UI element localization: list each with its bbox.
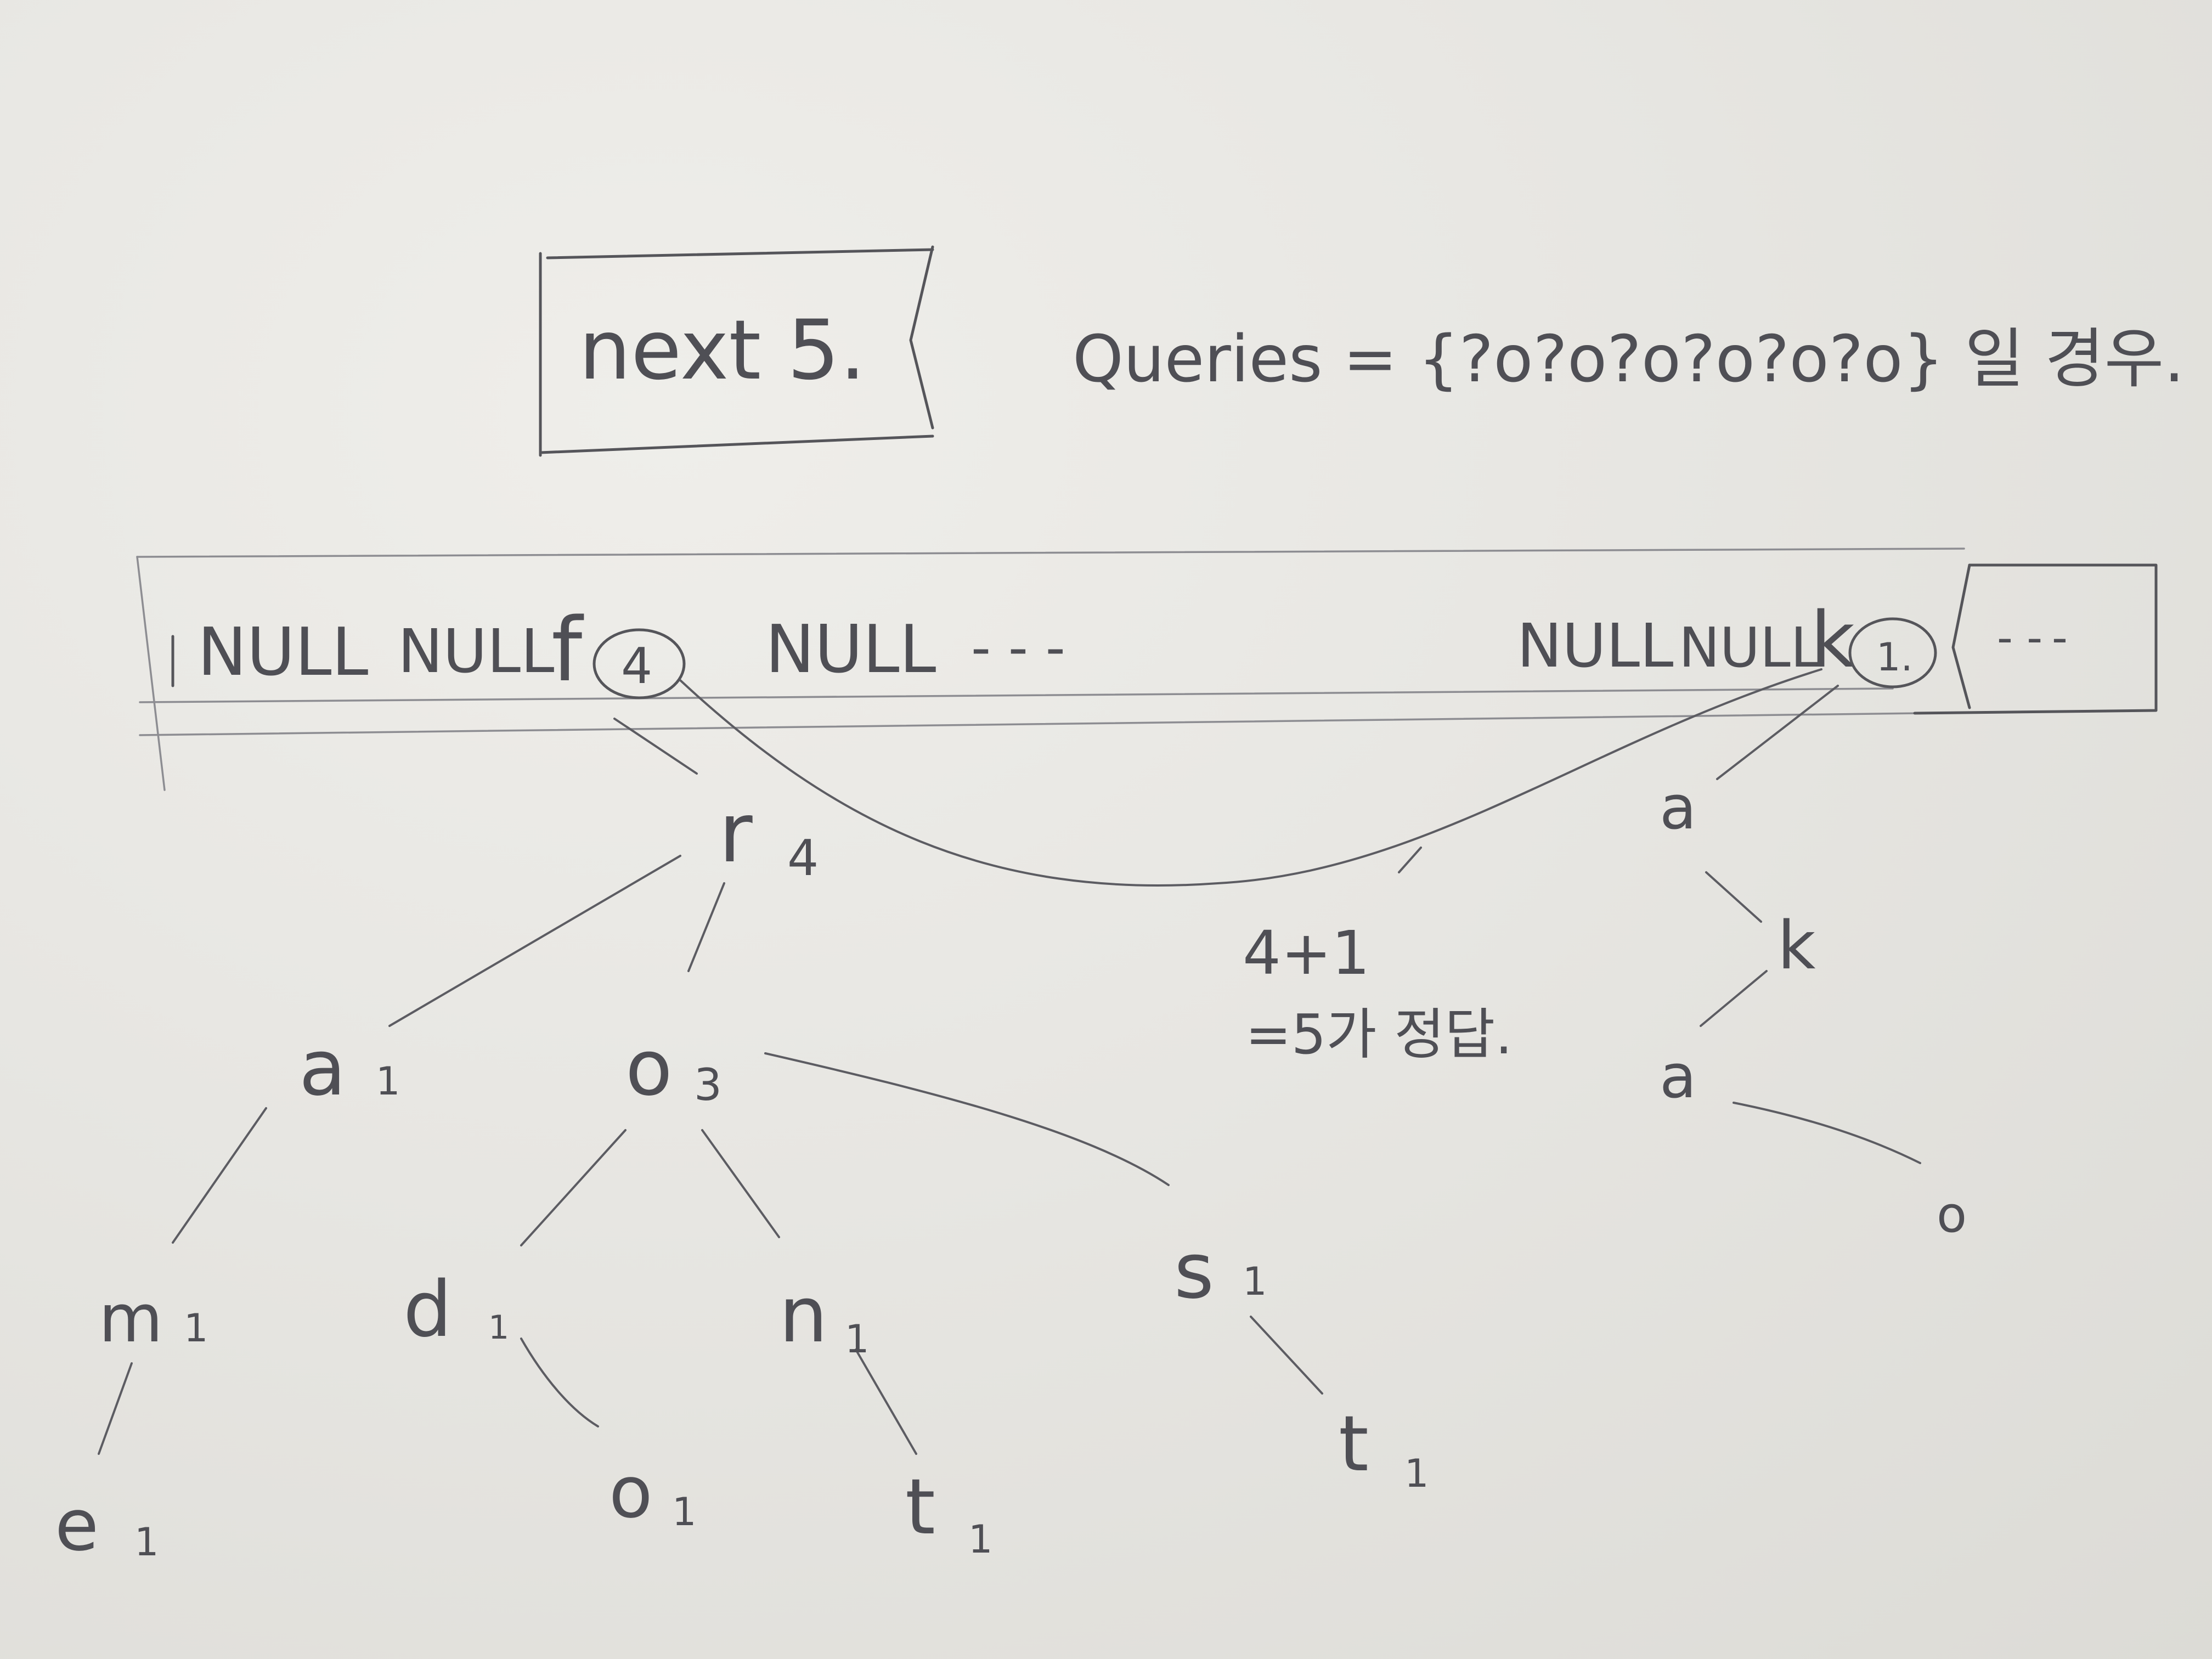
tree-k-nodes: a k a o xyxy=(1660,772,1967,1244)
bucket-k: k xyxy=(1810,596,1855,685)
bucket-row-labels: NULL NULL f NULL - - - NULL NULL k - - - xyxy=(198,596,2068,701)
title-text: next 5. xyxy=(579,303,866,398)
tree-f-edges xyxy=(98,718,1323,1455)
tree-k-edges xyxy=(1700,685,1921,1164)
node-n-char: n xyxy=(779,1271,828,1360)
node-t2-char: t xyxy=(1339,1400,1369,1489)
node-a-count: 1 xyxy=(376,1059,400,1104)
node-m-count: 1 xyxy=(184,1306,208,1351)
k-count: 1. xyxy=(1876,635,1913,680)
tree-f-nodes: r 4 a 1 o 3 m 1 d 1 n 1 s 1 e 1 xyxy=(55,786,1429,1567)
tree-node-s: s 1 xyxy=(1174,1227,1267,1316)
node-e-char: e xyxy=(55,1483,99,1567)
tree-node-m: m 1 xyxy=(99,1281,208,1357)
queries-text: Queries = {?o?o?o?o?o?o} 일 경우. xyxy=(1073,321,2185,397)
k-node-k: k xyxy=(1778,908,1816,984)
tree-node-n: n 1 xyxy=(779,1271,870,1362)
node-e-count: 1 xyxy=(134,1520,159,1565)
tree-node-t1: t 1 xyxy=(905,1463,993,1562)
node-o2-char: o xyxy=(609,1451,653,1534)
bucket-null-4: NULL xyxy=(1517,611,1673,681)
node-s-count: 1 xyxy=(1243,1259,1267,1304)
arc-tick xyxy=(1398,847,1422,873)
node-o-count: 3 xyxy=(694,1059,722,1110)
node-t1-char: t xyxy=(905,1463,935,1552)
node-t1-count: 1 xyxy=(968,1517,993,1562)
node-o-char: o xyxy=(625,1024,673,1113)
tree-node-o: o 3 xyxy=(625,1024,722,1113)
bucket-null-2: NULL xyxy=(398,616,554,686)
tree-node-t2: t 1 xyxy=(1339,1400,1429,1496)
node-r-count: 4 xyxy=(787,830,819,887)
node-d-char: d xyxy=(403,1265,452,1355)
k-node-a1: a xyxy=(1660,772,1696,843)
bucket-ellipsis-2: - - xyxy=(1997,612,2042,663)
k-count-circle: 1. xyxy=(1848,617,1937,689)
node-a-char: a xyxy=(299,1024,346,1113)
node-d-count: 1 xyxy=(488,1308,509,1347)
k-node-a2: a xyxy=(1660,1041,1696,1111)
bucket-null-5: NULL xyxy=(1679,616,1821,680)
tree-node-e: e 1 xyxy=(55,1483,159,1567)
node-r-char: r xyxy=(719,786,753,881)
k-node-o: o xyxy=(1937,1186,1967,1244)
tree-node-a: a 1 xyxy=(299,1024,400,1113)
f-count: 4 xyxy=(621,637,652,695)
tree-node-d: d 1 xyxy=(403,1265,509,1355)
node-o2-count: 1 xyxy=(672,1489,697,1534)
answer-annotation: 4+1 =5가 정답. xyxy=(1243,918,1513,1066)
tree-node-r: r 4 xyxy=(719,786,819,887)
node-s-char: s xyxy=(1174,1227,1214,1316)
title-box xyxy=(539,245,934,457)
node-n-count: 1 xyxy=(845,1317,870,1362)
sum-connector-arc xyxy=(679,668,1822,887)
bucket-f: f xyxy=(551,599,584,701)
node-t2-count: 1 xyxy=(1404,1451,1429,1496)
annotation-sum: 4+1 xyxy=(1243,918,1370,988)
bucket-row-box xyxy=(136,548,2158,791)
bucket-null-3: NULL xyxy=(765,612,936,688)
node-m-char: m xyxy=(99,1281,163,1357)
bucket-ellipsis-1: - - - xyxy=(971,616,1065,680)
f-count-circle: 4 xyxy=(592,628,686,699)
annotation-result: =5가 정답. xyxy=(1245,1002,1513,1066)
bucket-ellipsis-3: - xyxy=(2052,612,2068,663)
bucket-null-1: NULL xyxy=(198,614,368,691)
tree-node-o2: o 1 xyxy=(609,1451,697,1534)
